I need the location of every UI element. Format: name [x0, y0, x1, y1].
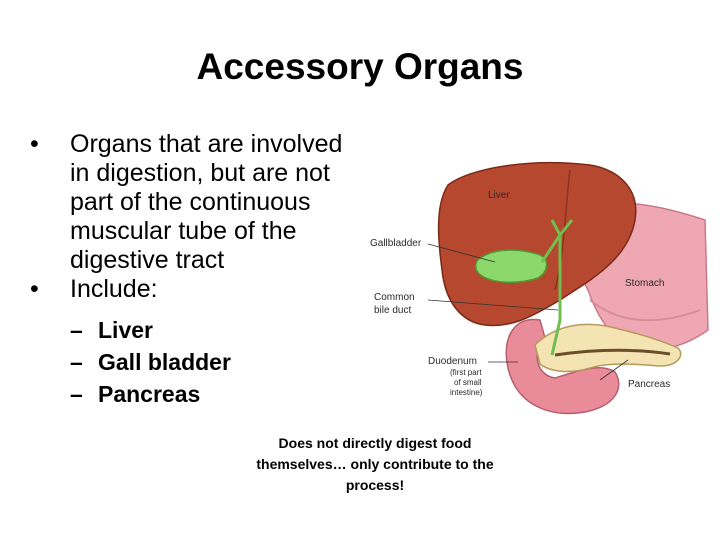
sub-item-gall-bladder: – Gall bladder [70, 346, 360, 378]
label-common-1: Common [374, 292, 415, 303]
dash-marker: – [70, 349, 83, 375]
sub-item-text: Liver [98, 317, 153, 343]
pointer-gallbladder [427, 243, 496, 263]
slide-title: Accessory Organs [196, 46, 524, 87]
label-gallbladder: Gallbladder [370, 238, 422, 249]
sub-bullet-list: – Liver – Gall bladder – Pancreas [30, 314, 360, 410]
label-stomach: Stomach [625, 278, 664, 289]
bullet-text: Include: [70, 275, 158, 303]
sub-item-text: Gall bladder [98, 349, 231, 375]
dash-marker: – [70, 381, 83, 407]
label-pancreas: Pancreas [628, 379, 670, 390]
pancreatic-duct [554, 348, 671, 357]
label-duodenum-sub3: intestine) [450, 388, 483, 397]
sub-item-text: Pancreas [98, 381, 201, 407]
pointer-bile-duct [427, 299, 559, 311]
label-duodenum-sub2: of small [454, 378, 482, 387]
label-duodenum-sub1: (first part [450, 368, 482, 377]
sub-item-liver: – Liver [70, 314, 360, 346]
dash-marker: – [70, 317, 83, 343]
note-text: Does not directly digest food themselves… [256, 435, 494, 493]
digestive-organs-diagram: Liver Gallbladder Common bile duct Stoma… [370, 161, 709, 415]
stomach-fold [589, 299, 701, 322]
label-duodenum: Duodenum [428, 356, 477, 367]
bullet-marker: • [30, 130, 39, 158]
bullet-marker: • [30, 275, 39, 303]
bullet-item: • Include: [30, 275, 360, 304]
bullet-list: • Organs that are involved in digestion,… [30, 130, 360, 410]
pointer-pancreas [599, 359, 629, 381]
bullet-text: Organs that are involved in digestion, b… [70, 130, 343, 274]
bullet-item: • Organs that are involved in digestion,… [30, 130, 360, 275]
liver-shape [437, 161, 637, 327]
sub-item-pancreas: – Pancreas [70, 378, 360, 410]
pancreas-shape [534, 323, 682, 373]
gallbladder-shape [475, 249, 548, 283]
bile-duct [540, 219, 574, 356]
label-liver: Liver [488, 190, 510, 201]
label-common-2: bile duct [374, 305, 411, 316]
